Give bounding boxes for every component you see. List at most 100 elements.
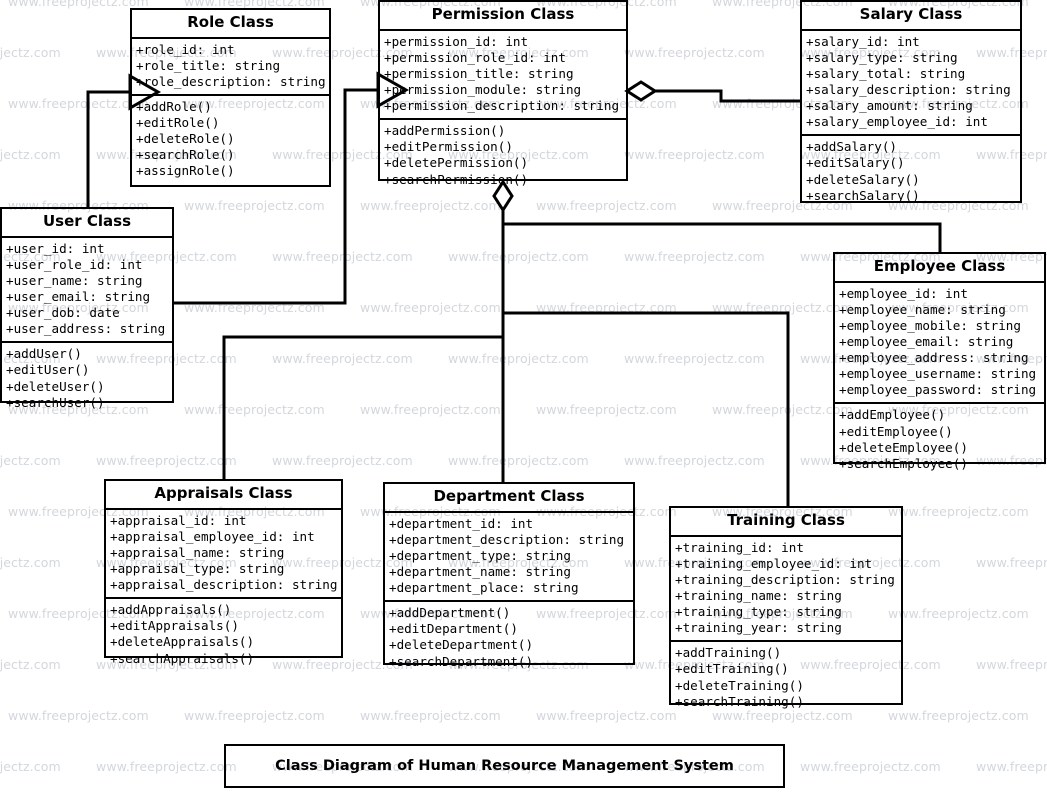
attribute-row: +employee_password: string bbox=[839, 382, 1037, 398]
method-row: +searchSalary() bbox=[806, 187, 920, 203]
attribute-row: +employee_username: string bbox=[839, 366, 1037, 382]
class-box-role[interactable]: Role Class +role_id: int+role_title: str… bbox=[130, 8, 331, 187]
class-box-employee[interactable]: Employee Class +employee_id: int+employe… bbox=[833, 252, 1046, 471]
class-box-appraisals[interactable]: Appraisals Class +appraisal_id: int+appr… bbox=[104, 479, 343, 666]
method-row: +deletePermission() bbox=[384, 155, 529, 171]
class-box-user[interactable]: User Class +user_id: int+user_role_id: i… bbox=[0, 207, 174, 410]
connector-permission-training bbox=[503, 311, 790, 506]
method-row: +searchUser() bbox=[6, 394, 105, 410]
attribute-row: +salary_employee_id: int bbox=[806, 114, 988, 130]
method-row: +editUser() bbox=[6, 362, 90, 378]
attribute-row: +permission_role_id: int bbox=[384, 49, 566, 65]
attribute-row: +appraisal_id: int bbox=[110, 512, 247, 528]
method-row: +addEmployee() bbox=[839, 407, 946, 423]
method-row: +addTraining() bbox=[675, 645, 782, 661]
attribute-row: +salary_id: int bbox=[806, 33, 920, 49]
aggregation-diamond-permission-right bbox=[624, 80, 658, 102]
method-row: +addAppraisals() bbox=[110, 602, 232, 618]
attribute-row: +salary_type: string bbox=[806, 49, 958, 65]
watermark-text: www.freeprojectz.com bbox=[712, 402, 853, 417]
class-attributes-employee: +employee_id: int+employee_name: string+… bbox=[835, 283, 1044, 405]
attribute-row: +salary_total: string bbox=[806, 65, 966, 81]
method-row: +searchRole() bbox=[136, 147, 235, 163]
watermark-text: www.freeprojectz.com bbox=[0, 147, 61, 162]
diagram-caption-box: Class Diagram of Human Resource Manageme… bbox=[224, 744, 785, 788]
watermark-text: www.freeprojectz.com bbox=[536, 402, 677, 417]
class-methods-department: +addDepartment()+editDepartment()+delete… bbox=[385, 602, 633, 673]
method-row: +searchDepartment() bbox=[389, 653, 534, 669]
class-title-department: Department Class bbox=[385, 484, 633, 513]
connector-permission-salary bbox=[655, 89, 800, 103]
attribute-row: +permission_description: string bbox=[384, 98, 620, 114]
attribute-row: +employee_mobile: string bbox=[839, 317, 1021, 333]
attribute-row: +department_description: string bbox=[389, 531, 625, 547]
attribute-row: +role_id: int bbox=[136, 41, 235, 57]
watermark-text: www.freeprojectz.com bbox=[448, 453, 589, 468]
method-row: +searchPermission() bbox=[384, 171, 529, 187]
method-row: +addRole() bbox=[136, 99, 212, 115]
attribute-row: +salary_description: string bbox=[806, 82, 1011, 98]
watermark-text: www.freeprojectz.com bbox=[888, 708, 1029, 723]
method-row: +addSalary() bbox=[806, 139, 897, 155]
class-methods-permission: +addPermission()+editPermission()+delete… bbox=[380, 120, 626, 191]
watermark-text: www.freeprojectz.com bbox=[0, 759, 61, 774]
class-methods-employee: +addEmployee()+editEmployee()+deleteEmpl… bbox=[835, 404, 1044, 475]
watermark-text: www.freeprojectz.com bbox=[272, 249, 413, 264]
method-row: +addDepartment() bbox=[389, 605, 511, 621]
attribute-row: +appraisal_type: string bbox=[110, 561, 285, 577]
watermark-text: www.freeprojectz.com bbox=[536, 198, 677, 213]
method-row: +searchEmployee() bbox=[839, 455, 968, 471]
watermark-text: www.freeprojectz.com bbox=[0, 657, 61, 672]
attribute-row: +training_id: int bbox=[675, 539, 804, 555]
attribute-row: +training_name: string bbox=[675, 588, 842, 604]
attribute-row: +permission_title: string bbox=[384, 65, 574, 81]
attribute-row: +training_type: string bbox=[675, 604, 842, 620]
class-box-permission[interactable]: Permission Class +permission_id: int+per… bbox=[378, 0, 628, 187]
watermark-text: www.freeprojectz.com bbox=[624, 45, 765, 60]
watermark-text: www.freeprojectz.com bbox=[888, 606, 1029, 621]
class-box-salary[interactable]: Salary Class +salary_id: int+salary_type… bbox=[800, 0, 1022, 203]
watermark-text: www.freeprojectz.com bbox=[8, 96, 149, 111]
watermark-text: www.freeprojectz.com bbox=[976, 657, 1047, 672]
class-methods-user: +addUser()+editUser()+deleteUser()+searc… bbox=[2, 343, 172, 414]
method-row: +deleteUser() bbox=[6, 378, 105, 394]
attribute-row: +user_email: string bbox=[6, 289, 151, 305]
attribute-row: +appraisal_employee_id: int bbox=[110, 528, 315, 544]
method-row: +deleteTraining() bbox=[675, 677, 804, 693]
method-row: +editEmployee() bbox=[839, 423, 953, 439]
diagram-caption-text: Class Diagram of Human Resource Manageme… bbox=[275, 758, 734, 774]
attribute-row: +training_year: string bbox=[675, 620, 842, 636]
connector-user-role bbox=[86, 90, 130, 207]
watermark-text: www.freeprojectz.com bbox=[272, 351, 413, 366]
attribute-row: +user_id: int bbox=[6, 240, 105, 256]
watermark-text: www.freeprojectz.com bbox=[0, 555, 61, 570]
watermark-text: www.freeprojectz.com bbox=[360, 300, 501, 315]
attribute-row: +permission_id: int bbox=[384, 33, 529, 49]
class-box-training[interactable]: Training Class +training_id: int+trainin… bbox=[669, 506, 903, 709]
attribute-row: +role_title: string bbox=[136, 57, 281, 73]
method-row: +editTraining() bbox=[675, 661, 789, 677]
attribute-row: +user_dob: date bbox=[6, 305, 120, 321]
watermark-text: www.freeprojectz.com bbox=[360, 402, 501, 417]
class-attributes-department: +department_id: int+department_descripti… bbox=[385, 513, 633, 603]
watermark-text: www.freeprojectz.com bbox=[888, 504, 1029, 519]
attribute-row: +appraisal_description: string bbox=[110, 577, 338, 593]
method-row: +searchAppraisals() bbox=[110, 650, 255, 666]
class-attributes-training: +training_id: int+training_employee_id: … bbox=[671, 537, 901, 643]
watermark-text: www.freeprojectz.com bbox=[624, 453, 765, 468]
class-title-appraisals: Appraisals Class bbox=[106, 481, 341, 510]
watermark-text: www.freeprojectz.com bbox=[8, 708, 149, 723]
watermark-text: www.freeprojectz.com bbox=[712, 300, 853, 315]
class-title-salary: Salary Class bbox=[802, 2, 1020, 31]
attribute-row: +department_id: int bbox=[389, 515, 534, 531]
method-row: +addUser() bbox=[6, 346, 82, 362]
attribute-row: +user_role_id: int bbox=[6, 256, 143, 272]
class-box-department[interactable]: Department Class +department_id: int+dep… bbox=[383, 482, 635, 669]
method-row: +addPermission() bbox=[384, 123, 506, 139]
watermark-text: www.freeprojectz.com bbox=[96, 453, 237, 468]
watermark-text: www.freeprojectz.com bbox=[8, 0, 149, 9]
attribute-row: +department_type: string bbox=[389, 547, 571, 563]
watermark-text: www.freeprojectz.com bbox=[272, 453, 413, 468]
attribute-row: +employee_address: string bbox=[839, 350, 1029, 366]
